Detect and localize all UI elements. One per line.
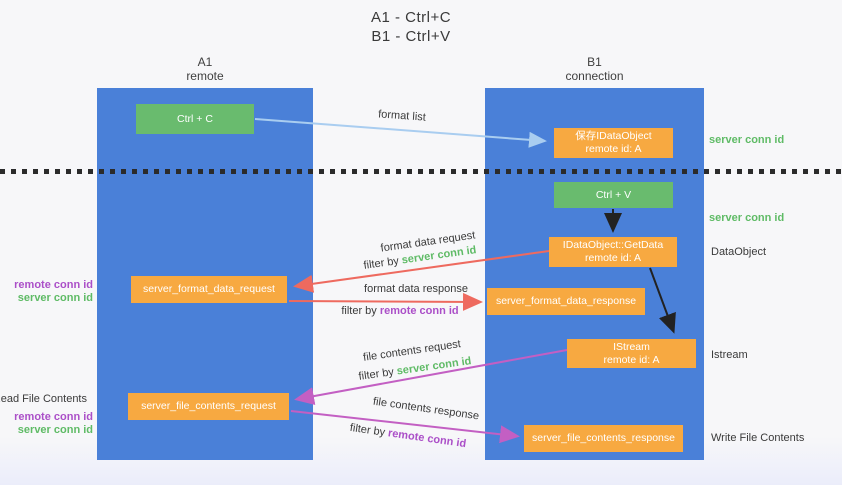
node-format-response: server_format_data_response (487, 288, 645, 315)
label-read-file-contents: Read File Contents (0, 393, 87, 405)
label-left-conn-ids-2: remote conn id server conn id (14, 411, 93, 437)
arrow-getdata-to-istream (649, 267, 676, 334)
node-file-response: server_file_contents_response (524, 425, 683, 452)
node-ctrl-v: Ctrl + V (554, 182, 673, 208)
node-format-response-label: server_format_data_response (495, 295, 637, 307)
label-server-conn-id-left-1: server conn id (17, 292, 93, 304)
header-b1: B1 connection (485, 55, 704, 83)
label-remote-conn-id-left-2: remote conn id (14, 411, 93, 423)
node-save-dataobject: 保存IDataObject remote id: A (554, 128, 673, 158)
node-file-request-label: server_file_contents_request (141, 400, 276, 412)
title-line-a1: A1 - Ctrl+C (370, 9, 452, 26)
node-istream-line1: IStream (613, 340, 650, 353)
label-dataobject: DataObject (711, 246, 767, 258)
divider-dotted-line (0, 169, 842, 174)
node-format-request-label: server_format_data_request (143, 283, 275, 295)
header-a1-role: remote (186, 69, 224, 83)
arrow-file-contents-request (294, 349, 568, 405)
node-ctrl-c: Ctrl + C (136, 104, 254, 134)
node-save-dataobject-line1: 保存IDataObject (575, 130, 652, 142)
node-save-dataobject-line2: remote id: A (585, 143, 642, 155)
node-getdata-line2: remote id: A (584, 252, 642, 264)
header-a1: A1 remote (97, 55, 313, 83)
node-getdata-line1: IDataObject::GetData (562, 239, 664, 251)
filter-by-text: filter by (341, 305, 377, 317)
label-format-data-response: format data response (364, 283, 468, 295)
arrow-format-list (254, 118, 547, 148)
node-istream: IStream remote id: A (567, 339, 696, 368)
label-server-conn-id-left-2: server conn id (17, 424, 93, 436)
label-remote-conn-id-left-1: remote conn id (14, 279, 93, 291)
label-write-file-contents: Write File Contents (711, 432, 805, 444)
label-server-conn-id-mid: server conn id (709, 212, 785, 224)
node-getdata: IDataObject::GetData remote id: A (549, 237, 677, 267)
arrow-format-data-response (288, 292, 483, 311)
arrow-format-data-request (293, 250, 550, 293)
header-b1-role: connection (565, 69, 624, 83)
node-istream-line2: remote id: A (603, 353, 660, 366)
node-file-response-label: server_file_contents_response (531, 432, 675, 444)
remote-conn-id-text: remote conn id (379, 305, 459, 317)
header-a1-id: A1 (197, 55, 213, 69)
label-istream: Istream (711, 349, 748, 361)
node-file-request: server_file_contents_request (128, 393, 289, 420)
node-ctrl-c-label: Ctrl + C (177, 112, 213, 125)
label-server-conn-id-top: server conn id (709, 134, 785, 146)
title-line-b1: B1 - Ctrl+V (371, 28, 451, 45)
arrow-file-contents-response (290, 410, 520, 444)
node-format-request: server_format_data_request (131, 276, 287, 303)
label-left-conn-ids-1: remote conn id server conn id (14, 279, 93, 305)
diagram-title: A1 - Ctrl+C B1 - Ctrl+V (0, 8, 822, 46)
header-b1-id: B1 (587, 55, 602, 69)
node-ctrl-v-label: Ctrl + V (595, 188, 632, 201)
